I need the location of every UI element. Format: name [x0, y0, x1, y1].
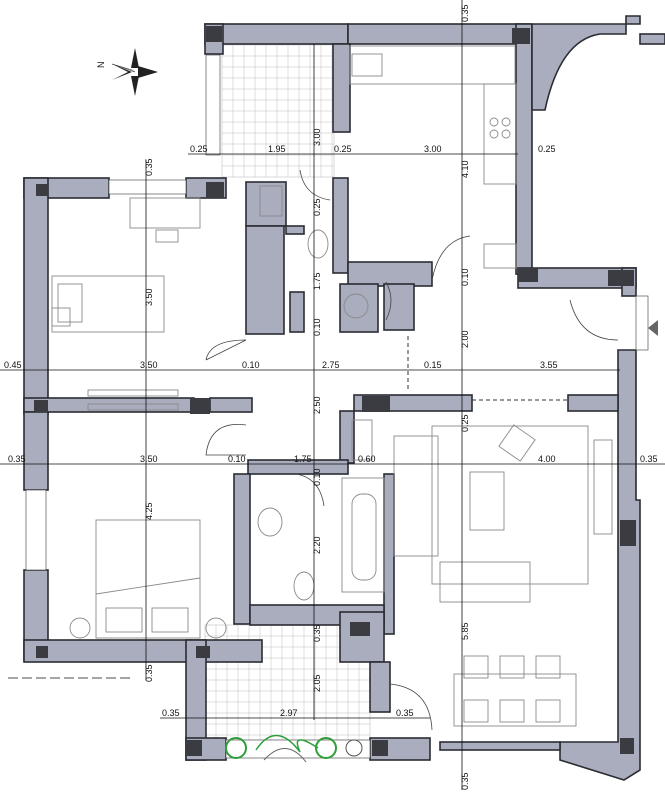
dim-row4-left: 0.35: [162, 708, 180, 718]
dim-row2-hall: 2.75: [322, 360, 340, 370]
plants: [225, 734, 363, 763]
dim-bedroom1-top: 0.35: [144, 158, 154, 176]
dim-bedroom2-depth: 4.25: [144, 502, 154, 520]
dim-living-gap: 2.00: [460, 330, 470, 348]
dim-row1-terrace-width: 1.95: [268, 144, 286, 154]
dim-row3-wall: 0.10: [228, 454, 246, 464]
dim-row1-right: 0.25: [538, 144, 556, 154]
dim-row2-right: 3.55: [540, 360, 558, 370]
dim-living-wall: 0.25: [460, 414, 470, 432]
dim-terrace-wall: 0.35: [312, 624, 322, 642]
dim-row4-right: 0.35: [396, 708, 414, 718]
north-label: N: [96, 62, 106, 69]
dim-row2-wall: 0.10: [242, 360, 260, 370]
dim-kitchen-height: 3.00: [312, 128, 322, 146]
dim-row1-wall: 0.25: [334, 144, 352, 154]
dim-row2-left: 0.45: [4, 360, 22, 370]
dim-kitchen-depth: 4.10: [460, 160, 470, 178]
dim-bath1-wall2: 0.10: [312, 318, 322, 336]
dim-row1-left: 0.25: [190, 144, 208, 154]
doors: [205, 169, 619, 731]
furniture: [51, 45, 613, 727]
dim-row3-left: 0.35: [8, 454, 26, 464]
dim-terrace-depth: 2.05: [312, 674, 322, 692]
entry-arrow-icon: [648, 320, 658, 336]
dim-row3-living: 4.00: [538, 454, 556, 464]
dim-bath1-height: 1.75: [312, 272, 322, 290]
dim-top-vertical: 0.35: [460, 4, 470, 22]
dim-row3-hall: 1.75: [294, 454, 312, 464]
upper-terrace-tiles: [221, 44, 335, 178]
dim-row1-kitchen-width: 3.00: [424, 144, 442, 154]
dim-row2-bedroom: 3.50: [140, 360, 158, 370]
dim-row4-terrace: 2.97: [280, 708, 298, 718]
columns: [34, 26, 636, 756]
dim-row2-wall2: 0.15: [424, 360, 442, 370]
dim-bath1-wall: 0.25: [312, 198, 322, 216]
dim-bottom-vertical: 0.35: [460, 772, 470, 790]
dim-bath2-height: 2.20: [312, 536, 322, 554]
dim-living-depth: 5.85: [460, 622, 470, 640]
dim-bath2-wall: 0.10: [312, 468, 322, 486]
dim-row3-wall2: 0.60: [358, 454, 376, 464]
dim-bedroom1-depth: 3.50: [144, 288, 154, 306]
dim-row3-bedroom: 3.50: [140, 454, 158, 464]
dim-hall-length: 2.50: [312, 396, 322, 414]
dim-bottom-left: 0.35: [144, 664, 154, 682]
dim-row3-right: 0.35: [640, 454, 658, 464]
dimension-labels: 0.35 3.00 0.25 1.95 0.25 3.00 0.25 4.10 …: [4, 4, 658, 790]
dim-corridor-top: 0.10: [460, 268, 470, 286]
north-arrow-icon: N: [96, 48, 158, 96]
